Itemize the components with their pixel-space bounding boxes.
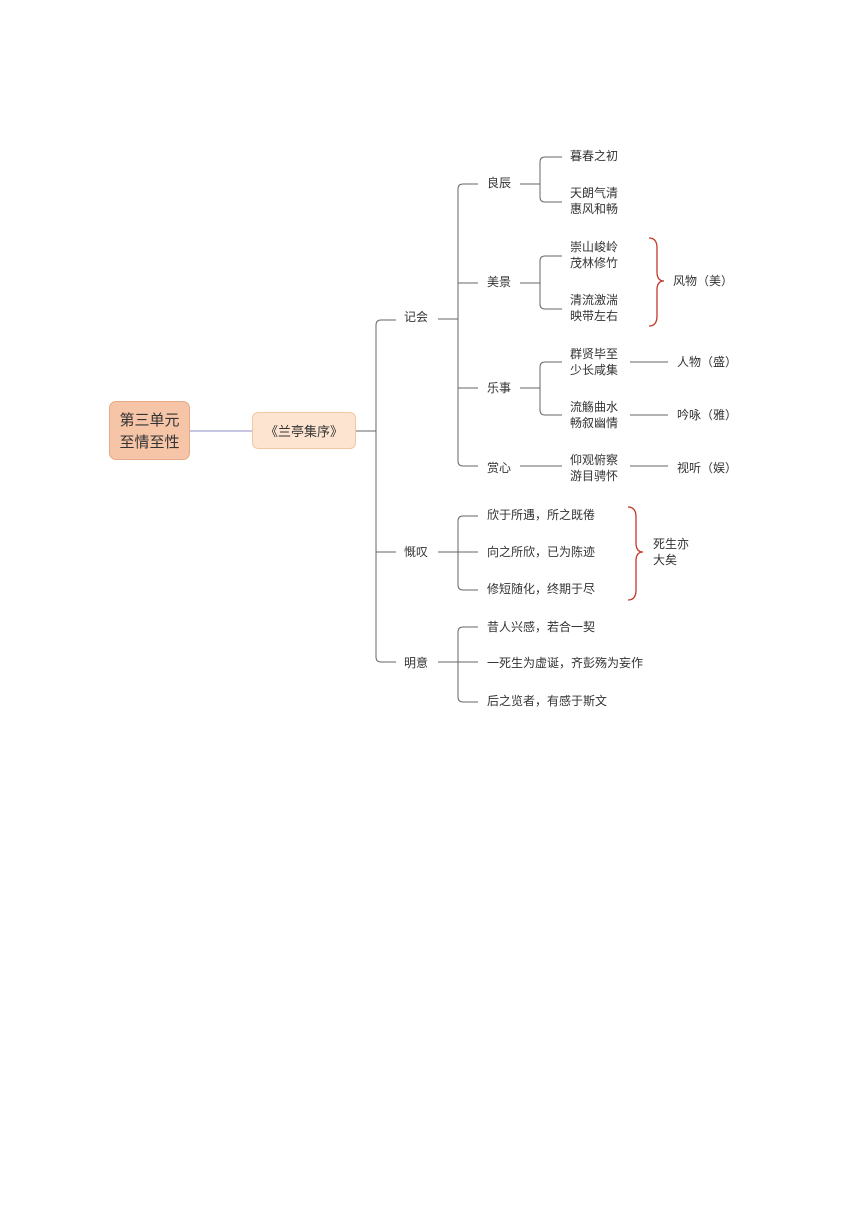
note-yinyong: 吟咏（雅） — [677, 408, 738, 422]
item-liushang: 流觞曲水 畅叙幽情 — [570, 400, 619, 430]
bracket-main — [375, 319, 382, 663]
brace-sisheng — [627, 506, 644, 601]
item-tianlang: 天朗气清 惠风和畅 — [570, 186, 619, 216]
note-fengwu: 风物（美） — [673, 274, 734, 288]
node-leshi: 乐事 — [487, 381, 512, 395]
item-yangguan: 仰观俯察 游目骋怀 — [570, 453, 619, 483]
root-line1: 第三单元 — [119, 410, 180, 429]
item-xinyu: 欣于所遇，所之既倦 — [487, 508, 596, 522]
note-renwu: 人物（盛） — [677, 355, 738, 369]
branch-kaitan: 慨叹 — [404, 545, 429, 559]
root-line2: 至情至性 — [119, 432, 180, 451]
branch-jihui: 记会 — [404, 310, 429, 324]
note-sisheng: 死生亦 大矣 — [653, 537, 690, 567]
node-liangchen: 良辰 — [487, 176, 512, 190]
item-xiangzhi: 向之所欣，已为陈迹 — [487, 545, 596, 559]
item-houzhi: 后之览者，有感于斯文 — [487, 694, 608, 708]
bracket-jihui — [457, 183, 464, 467]
item-xiren: 昔人兴感，若合一契 — [487, 620, 596, 634]
item-qunxian: 群贤毕至 少长咸集 — [570, 347, 619, 377]
title-node: 《兰亭集序》 — [252, 412, 356, 449]
item-qingliu: 清流激湍 映带左右 — [570, 293, 619, 323]
note-shiting: 视听（娱） — [677, 461, 738, 475]
node-shangxin: 赏心 — [487, 461, 512, 475]
brace-fengwu — [648, 237, 665, 327]
root-node: 第三单元 至情至性 — [109, 401, 190, 460]
item-xiuduan: 修短随化，终期于尽 — [487, 582, 596, 596]
item-chongshan: 崇山峻岭 茂林修竹 — [570, 240, 619, 270]
branch-mingyi: 明意 — [404, 656, 429, 670]
node-meijing: 美景 — [487, 275, 512, 289]
item-yisisheng: 一死生为虚诞，齐彭殇为妄作 — [487, 656, 644, 670]
item-muchun: 暮春之初 — [570, 149, 619, 163]
